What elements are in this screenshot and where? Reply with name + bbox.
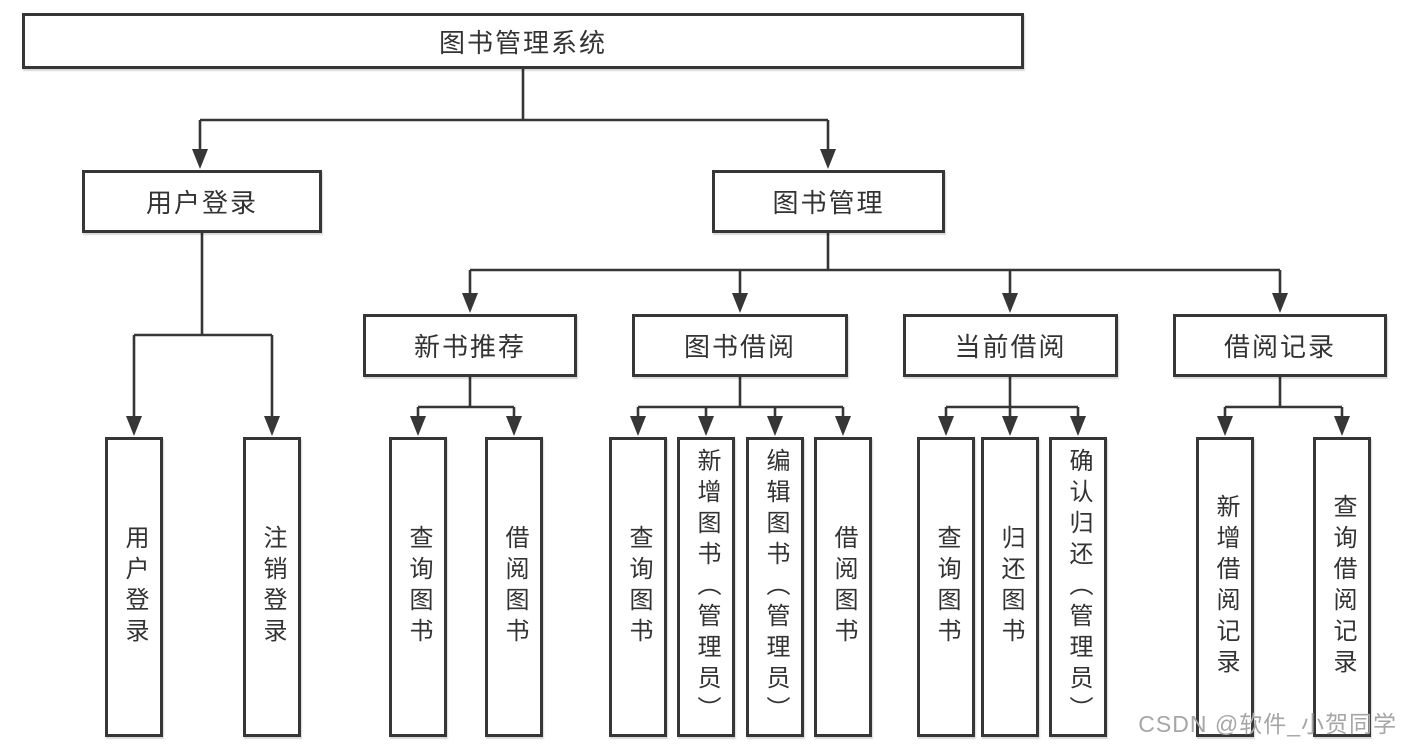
node-label: 查询图书 — [625, 525, 652, 649]
node-label: 编辑图书（管理员） — [762, 447, 789, 727]
node-label: 图书管理 — [772, 188, 885, 218]
node-label: 查询借阅记录 — [1329, 494, 1356, 680]
node-label: 新增借阅记录 — [1212, 494, 1239, 680]
leaf-current-return: 归还图书 — [981, 437, 1039, 737]
leaf-borrow-query: 查询图书 — [609, 437, 667, 737]
leaf-borrow-borrow: 借阅图书 — [814, 437, 872, 737]
node-current-borrow: 当前借阅 — [903, 314, 1118, 377]
node-user-login: 用户登录 — [82, 170, 322, 233]
leaf-current-query: 查询图书 — [917, 437, 975, 737]
leaf-newbook-borrow: 借阅图书 — [485, 437, 543, 737]
connector-currentborrow-children — [938, 377, 1086, 436]
leaf-records-query: 查询借阅记录 — [1313, 437, 1371, 737]
node-label: 查询图书 — [933, 525, 960, 649]
node-book-management: 图书管理 — [712, 170, 945, 233]
node-label: 新书推荐 — [413, 332, 526, 362]
node-label: 归还图书 — [997, 525, 1024, 649]
leaf-borrow-edit-admin: 编辑图书（管理员） — [746, 437, 804, 737]
connector-root-to-level2 — [192, 69, 836, 169]
node-label: 用户登录 — [121, 525, 148, 649]
connector-records-children — [1217, 377, 1350, 436]
node-label: 查询图书 — [405, 525, 432, 649]
connector-bookmgmt-to-level3 — [462, 233, 1288, 313]
leaf-current-confirm-admin: 确认归还（管理员） — [1049, 437, 1107, 737]
node-label: 借阅记录 — [1223, 332, 1336, 362]
node-label: 注销登录 — [259, 525, 286, 649]
node-new-book-recommend: 新书推荐 — [363, 314, 577, 377]
node-root: 图书管理系统 — [22, 13, 1024, 69]
leaf-newbook-query: 查询图书 — [389, 437, 447, 737]
connector-bookborrow-children — [630, 377, 851, 436]
node-label: 图书借阅 — [683, 332, 796, 362]
leaf-records-add: 新增借阅记录 — [1196, 437, 1254, 737]
node-label: 图书管理系统 — [438, 27, 607, 58]
node-label: 借阅图书 — [830, 525, 857, 649]
leaf-borrow-add-admin: 新增图书（管理员） — [677, 437, 735, 737]
node-label: 用户登录 — [145, 188, 258, 218]
node-label: 确认归还（管理员） — [1065, 447, 1092, 727]
leaf-user-login: 用户登录 — [105, 437, 163, 737]
leaf-logout: 注销登录 — [243, 437, 301, 737]
node-borrow-records: 借阅记录 — [1173, 314, 1387, 377]
connector-userlogin-children — [126, 233, 280, 436]
node-label: 当前借阅 — [954, 332, 1067, 362]
node-label: 新增图书（管理员） — [693, 447, 720, 727]
node-book-borrow: 图书借阅 — [632, 314, 848, 377]
node-label: 借阅图书 — [501, 525, 528, 649]
connector-newbook-children — [410, 377, 522, 436]
watermark-text: CSDN @软件_小贺同学 — [1138, 711, 1397, 737]
